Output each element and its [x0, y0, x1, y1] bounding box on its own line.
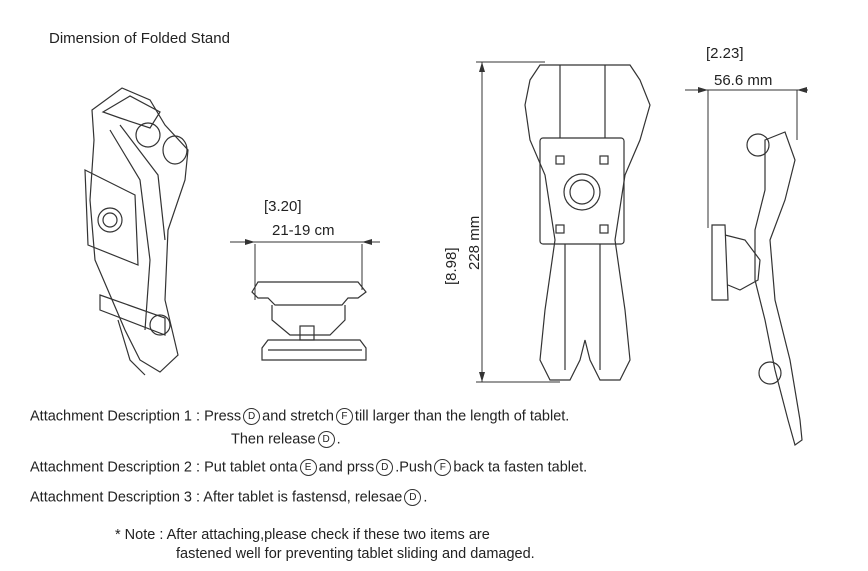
note-line-1: * Note : After attaching,please check if… — [115, 527, 490, 543]
diagram-title: Dimension of Folded Stand — [49, 30, 230, 47]
callout-d-icon: D — [317, 431, 335, 448]
front-view — [524, 64, 651, 381]
callout-d-icon: D — [404, 489, 422, 506]
width-inch-label: [2.23] — [706, 45, 744, 62]
callout-f-icon: F — [335, 408, 353, 425]
perspective-view — [84, 87, 189, 376]
height-mm-label: 228 mm — [466, 215, 483, 270]
dimension-lines — [230, 61, 808, 383]
bottom-view — [251, 281, 367, 361]
callout-d-icon: D — [376, 459, 394, 476]
side-view — [711, 131, 803, 446]
description-label: Attachment Description 1 : — [30, 408, 201, 425]
callout-f-icon: F — [434, 459, 452, 476]
depth-inch-label: [3.20] — [264, 198, 302, 215]
depth-cm-label: 21-19 cm — [272, 222, 335, 239]
callout-e-icon: E — [299, 459, 317, 476]
attachment-description-3: Attachment Description 3 : After tablet … — [30, 489, 428, 506]
width-mm-label: 56.6 mm — [714, 72, 773, 89]
note-line-2: fastened well for preventing tablet slid… — [176, 546, 535, 562]
callout-d-icon: D — [243, 408, 261, 425]
attachment-description-2: Attachment Description 2 : Put tablet on… — [30, 459, 588, 476]
height-inch-label: [8.98] — [443, 247, 460, 285]
description-label: Attachment Description 2 : — [30, 459, 201, 476]
description-label: Attachment Description 3 : — [30, 489, 201, 506]
